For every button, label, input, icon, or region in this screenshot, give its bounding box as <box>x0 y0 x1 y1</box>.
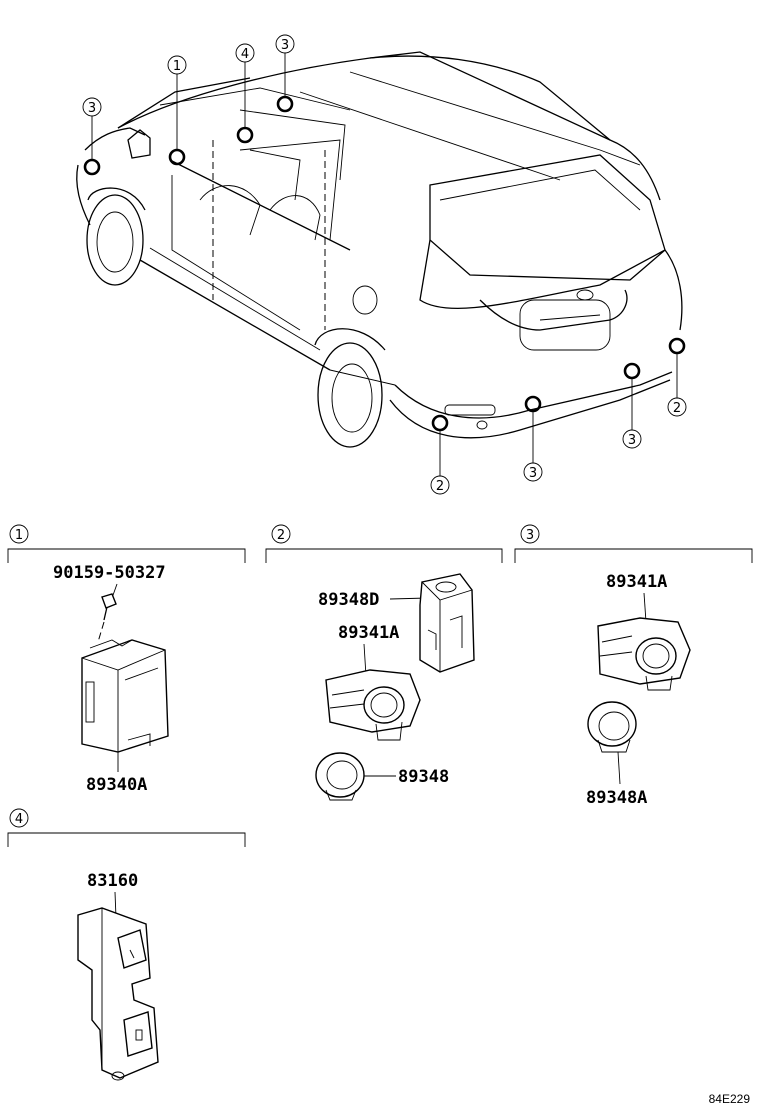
retainer-d-illustration <box>419 573 475 673</box>
part-label-bolt: 90159-50327 <box>53 563 166 583</box>
sensor-3-illustration <box>597 617 691 691</box>
svg-text:1: 1 <box>173 59 181 74</box>
svg-text:3: 3 <box>88 101 96 116</box>
svg-text:2: 2 <box>277 528 285 543</box>
bolt-illustration <box>101 593 117 621</box>
svg-text:2: 2 <box>436 479 444 494</box>
section-header-4: 4 <box>7 808 246 847</box>
sensor-dot-rear-corner-left <box>431 414 449 432</box>
sensor-dot-front-center <box>276 95 294 113</box>
callout-3-rear-center-left: 3 <box>523 462 543 482</box>
sensor-locations <box>83 95 686 432</box>
sensor-2-illustration <box>325 669 421 741</box>
svg-text:3: 3 <box>281 38 289 53</box>
reference-code: 84E229 <box>709 1092 751 1106</box>
section-1-parts: 90159-50327 89340A <box>53 563 169 795</box>
callout-numbers: 3 1 4 3 2 3 3 2 <box>82 34 687 495</box>
part-label-retainer-3: 89348A <box>586 788 647 808</box>
sensor-dot-rear-corner-right <box>668 337 686 355</box>
section-2-parts: 89348D 89341A 89348 <box>315 573 475 801</box>
part-label-retainer-d: 89348D <box>318 590 379 610</box>
section-3-parts: 89341A 89348A <box>586 572 691 808</box>
section-header-3: 3 <box>514 524 753 563</box>
callout-1: 1 <box>167 55 187 75</box>
section-header-1: 1 <box>7 524 246 563</box>
computer-illustration <box>81 639 169 753</box>
part-label-switch: 83160 <box>87 871 138 891</box>
section-4-parts: 83160 <box>77 871 159 1081</box>
svg-text:4: 4 <box>241 47 249 62</box>
svg-text:3: 3 <box>526 528 534 543</box>
part-label-computer: 89340A <box>86 775 147 795</box>
part-label-retainer-2: 89348 <box>398 767 449 787</box>
retainer-2-illustration <box>315 752 365 801</box>
svg-text:4: 4 <box>15 812 23 827</box>
callout-2-rear-right: 2 <box>667 397 687 417</box>
switch-illustration <box>77 907 159 1081</box>
sensor-dot-rear-center-right <box>623 362 641 380</box>
svg-text:2: 2 <box>673 401 681 416</box>
callout-leaders <box>91 53 678 476</box>
part-label-sensor-3: 89341A <box>606 572 667 592</box>
vehicle-illustration <box>76 51 683 448</box>
sensor-dot-switch <box>236 126 254 144</box>
callout-4: 4 <box>235 43 255 63</box>
callout-3-front-center: 3 <box>275 34 295 54</box>
retainer-3-illustration <box>587 701 637 753</box>
callout-2-rear-left: 2 <box>430 475 450 495</box>
sensor-dot-front-corner <box>83 158 101 176</box>
section-header-2: 2 <box>265 524 503 563</box>
svg-text:3: 3 <box>628 433 636 448</box>
svg-text:3: 3 <box>529 466 537 481</box>
svg-text:1: 1 <box>15 528 23 543</box>
callout-3-rear-center-right: 3 <box>622 429 642 449</box>
callout-3-front-corner: 3 <box>82 97 102 117</box>
sensor-dot-computer <box>168 148 186 166</box>
part-label-sensor-2: 89341A <box>338 623 399 643</box>
